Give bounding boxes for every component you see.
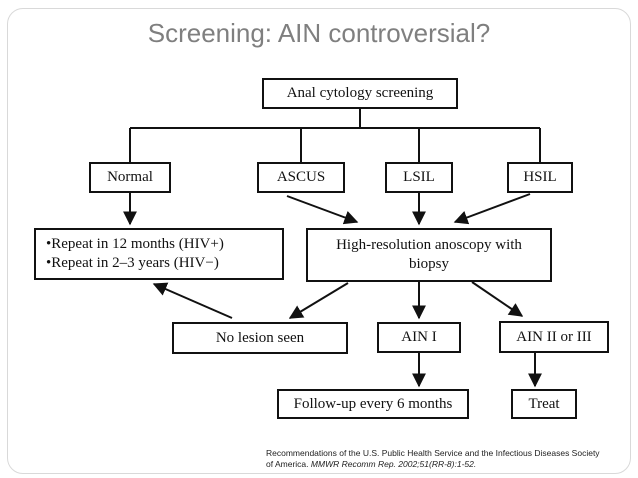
repeat-hiv-positive: •Repeat in 12 months (HIV+) (46, 236, 224, 253)
repeat-hiv-negative: •Repeat in 2–3 years (HIV−) (46, 255, 219, 271)
citation: Recommendations of the U.S. Public Healt… (266, 448, 606, 470)
normal-box: Normal (89, 162, 171, 193)
treat-label: Treat (528, 395, 560, 412)
repeat-box: •Repeat in 12 months (HIV+) •Repeat in 2… (34, 228, 284, 280)
no-lesion-label: No lesion seen (215, 329, 305, 346)
hra-box: High-resolution anoscopy with biopsy (306, 228, 552, 282)
normal-label: Normal (107, 169, 153, 186)
lsil-box: LSIL (385, 162, 453, 193)
root-label: Anal cytology screening (286, 85, 434, 102)
lsil-label: LSIL (403, 169, 435, 186)
followup-box: Follow-up every 6 months (277, 389, 469, 419)
arrow-ascus-hra (286, 195, 359, 225)
hra-line2: biopsy (408, 256, 449, 272)
citation-journal: MMWR Recomm Rep. 2002;51(RR-8):1-52. (310, 459, 477, 470)
citation-text: Recommendations of the U.S. Public Healt… (266, 448, 600, 470)
followup-label: Follow-up every 6 months (293, 395, 453, 412)
ain23-box: AIN II or III (499, 321, 609, 353)
ascus-box: ASCUS (257, 162, 345, 193)
arrow-hra-nolesion (288, 282, 349, 319)
hra-line1: High-resolution anoscopy with (336, 237, 522, 254)
treat-box: Treat (511, 389, 577, 419)
ain1-label: AIN I (401, 329, 437, 346)
slide-title: Screening: AIN controversial? (147, 18, 491, 48)
arrow-hra-ain23 (471, 281, 524, 317)
ain23-label: AIN II or III (516, 328, 592, 345)
ain1-box: AIN I (377, 322, 461, 353)
hsil-label: HSIL (523, 169, 557, 186)
arrow-nolesion-repeat (152, 282, 233, 319)
no-lesion-box: No lesion seen (172, 322, 348, 354)
root-box: Anal cytology screening (262, 78, 458, 109)
ascus-label: ASCUS (276, 169, 326, 186)
hsil-box: HSIL (507, 162, 573, 193)
arrow-hsil-hra (453, 193, 531, 225)
